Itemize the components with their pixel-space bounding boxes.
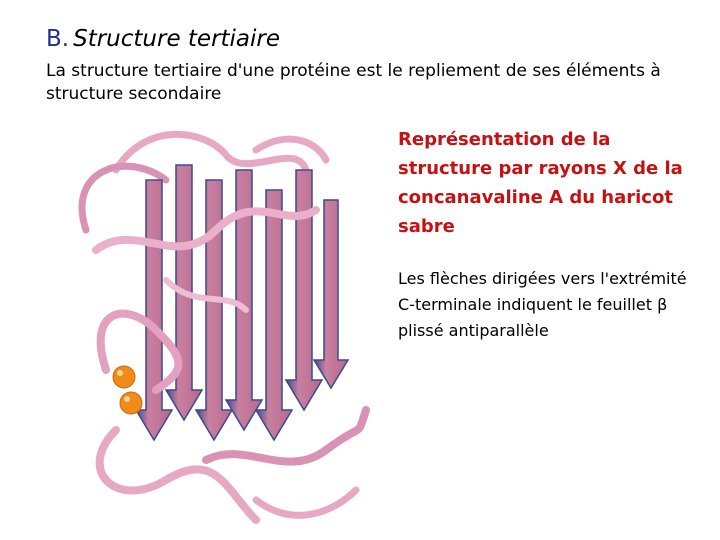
coil-loop — [78, 162, 170, 234]
coil-loop — [92, 206, 320, 254]
coil-loop — [95, 426, 260, 524]
figure-note: Les flèches dirigées vers l'extrémité C-… — [398, 269, 687, 340]
beta-strand — [254, 189, 294, 442]
coil-loop — [163, 277, 249, 313]
section-letter: B. — [46, 26, 70, 52]
section-heading: B.Structure tertiaire — [46, 24, 280, 54]
beta-strand — [312, 199, 350, 390]
protein-structure-illustration — [56, 110, 386, 536]
coil-loop — [112, 130, 310, 174]
concanavalin-ribbon-diagram — [78, 130, 370, 524]
metal-ion-sphere — [119, 391, 143, 415]
beta-strand — [134, 179, 174, 442]
coil-loop — [252, 135, 330, 164]
coil-loop — [96, 309, 183, 394]
metal-ion-sphere — [112, 365, 136, 389]
intro-text: La structure tertiaire d'une protéine es… — [46, 61, 661, 104]
coil-loop — [252, 486, 360, 519]
coil-loop — [202, 406, 370, 466]
section-title: Structure tertiaire — [73, 26, 281, 52]
beta-strand — [194, 179, 234, 442]
figure-caption: Représentation de la structure par rayon… — [398, 129, 683, 237]
beta-strand — [284, 169, 324, 412]
